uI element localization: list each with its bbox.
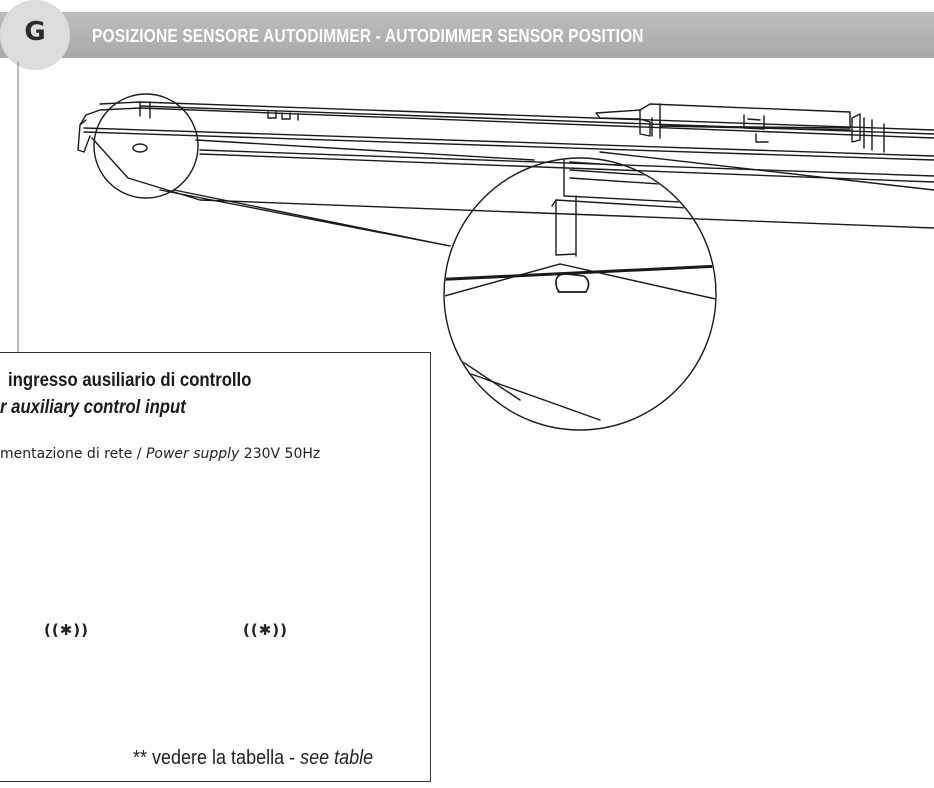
wireless-link-label-1: ((✱)): [44, 621, 89, 639]
sensor-callout-small: [93, 93, 199, 199]
bluetooth-icon: ((✱)): [44, 621, 89, 639]
section-header-bar: [0, 12, 934, 58]
table-reference-note: ** vedere la tabella - see table: [133, 747, 373, 770]
sensor-zoom-circle: [443, 157, 717, 431]
footnote-english: see table: [300, 747, 374, 769]
section-letter-badge: G: [0, 0, 70, 70]
footnote-italian: ** vedere la tabella -: [133, 747, 301, 769]
bluetooth-icon: ((✱)): [243, 621, 288, 639]
wiring-diagram-panel: [0, 352, 431, 782]
power-supply-english: Power supply: [145, 446, 240, 462]
power-supply-separator: /: [132, 446, 146, 462]
wireless-link-label-2: ((✱)): [243, 621, 288, 639]
wiring-title-english: r auxiliary control input: [0, 397, 186, 418]
power-supply-value: 230V 50Hz: [239, 446, 321, 462]
luminaire-top-edge: [99, 101, 934, 131]
wiring-title-italian: ingresso ausiliario di controllo: [8, 370, 252, 391]
section-title: POSIZIONE SENSORE AUTODIMMER - AUTODIMME…: [92, 26, 644, 46]
power-supply-italian: mentazione di rete: [0, 446, 133, 462]
power-supply-label: mentazione di rete / Power supply 230V 5…: [0, 446, 320, 462]
